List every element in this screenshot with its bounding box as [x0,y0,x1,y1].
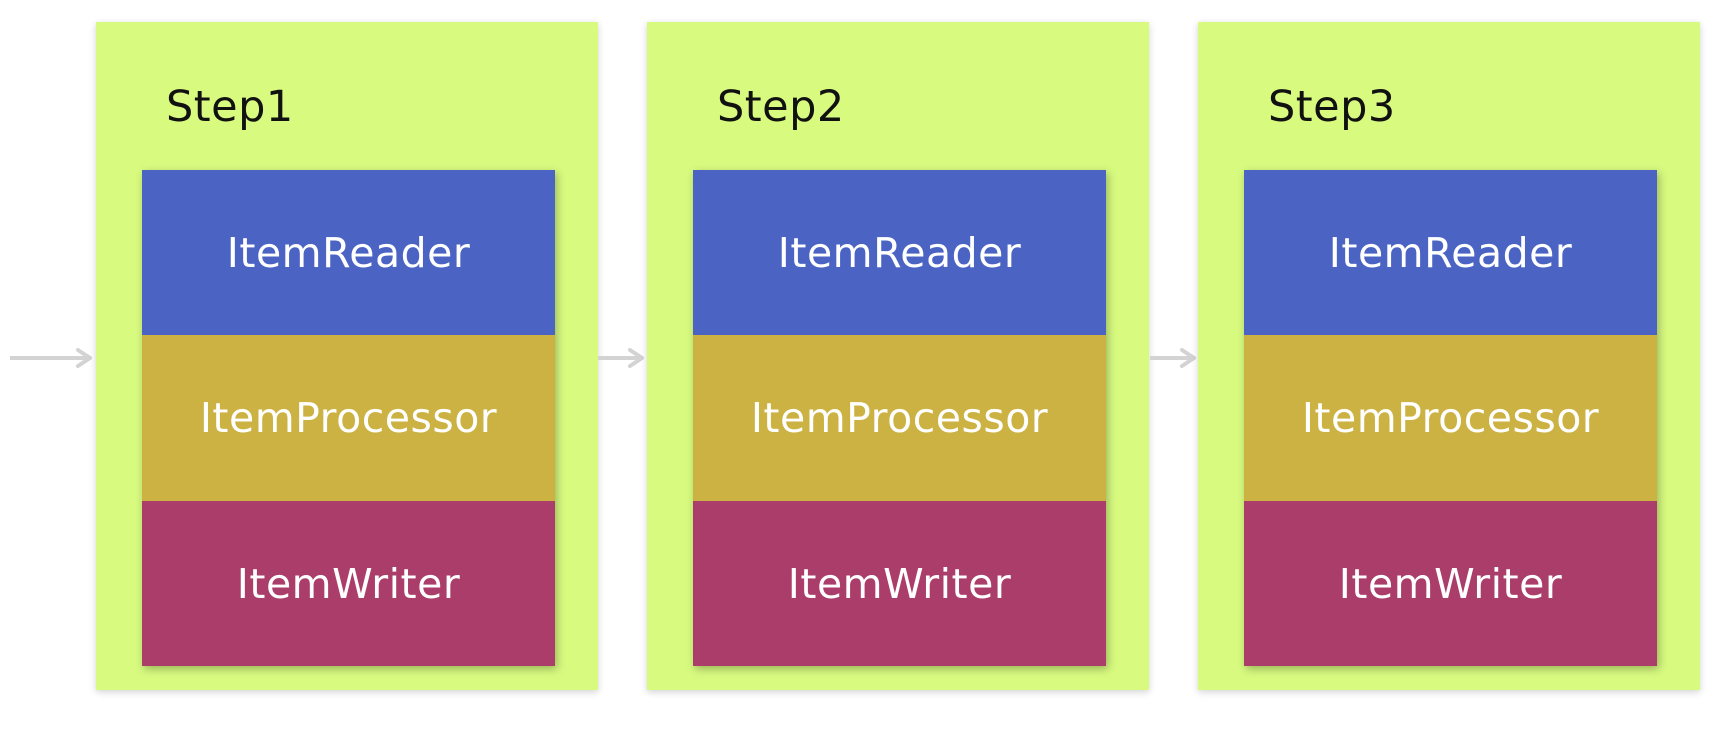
step-component-stack: ItemReader ItemProcessor ItemWriter [142,170,555,666]
item-reader-block: ItemReader [693,170,1106,335]
step-container: Step2 ItemReader ItemProcessor ItemWrite… [647,22,1149,690]
item-reader-block: ItemReader [142,170,555,335]
step-component-stack: ItemReader ItemProcessor ItemWriter [1244,170,1657,666]
item-processor-block: ItemProcessor [693,335,1106,501]
item-processor-block: ItemProcessor [1244,335,1657,501]
right-arrow-icon [1150,348,1196,368]
step-title: Step1 [166,82,294,132]
step-title: Step3 [1268,82,1396,132]
right-arrow-icon [598,348,644,368]
item-reader-block: ItemReader [1244,170,1657,335]
step-component-stack: ItemReader ItemProcessor ItemWriter [693,170,1106,666]
right-arrow-icon [10,348,92,368]
step-title: Step2 [717,82,845,132]
item-writer-block: ItemWriter [693,501,1106,666]
step-container: Step3 ItemReader ItemProcessor ItemWrite… [1198,22,1700,690]
item-processor-block: ItemProcessor [142,335,555,501]
item-writer-block: ItemWriter [1244,501,1657,666]
step-container: Step1 ItemReader ItemProcessor ItemWrite… [96,22,598,690]
item-writer-block: ItemWriter [142,501,555,666]
